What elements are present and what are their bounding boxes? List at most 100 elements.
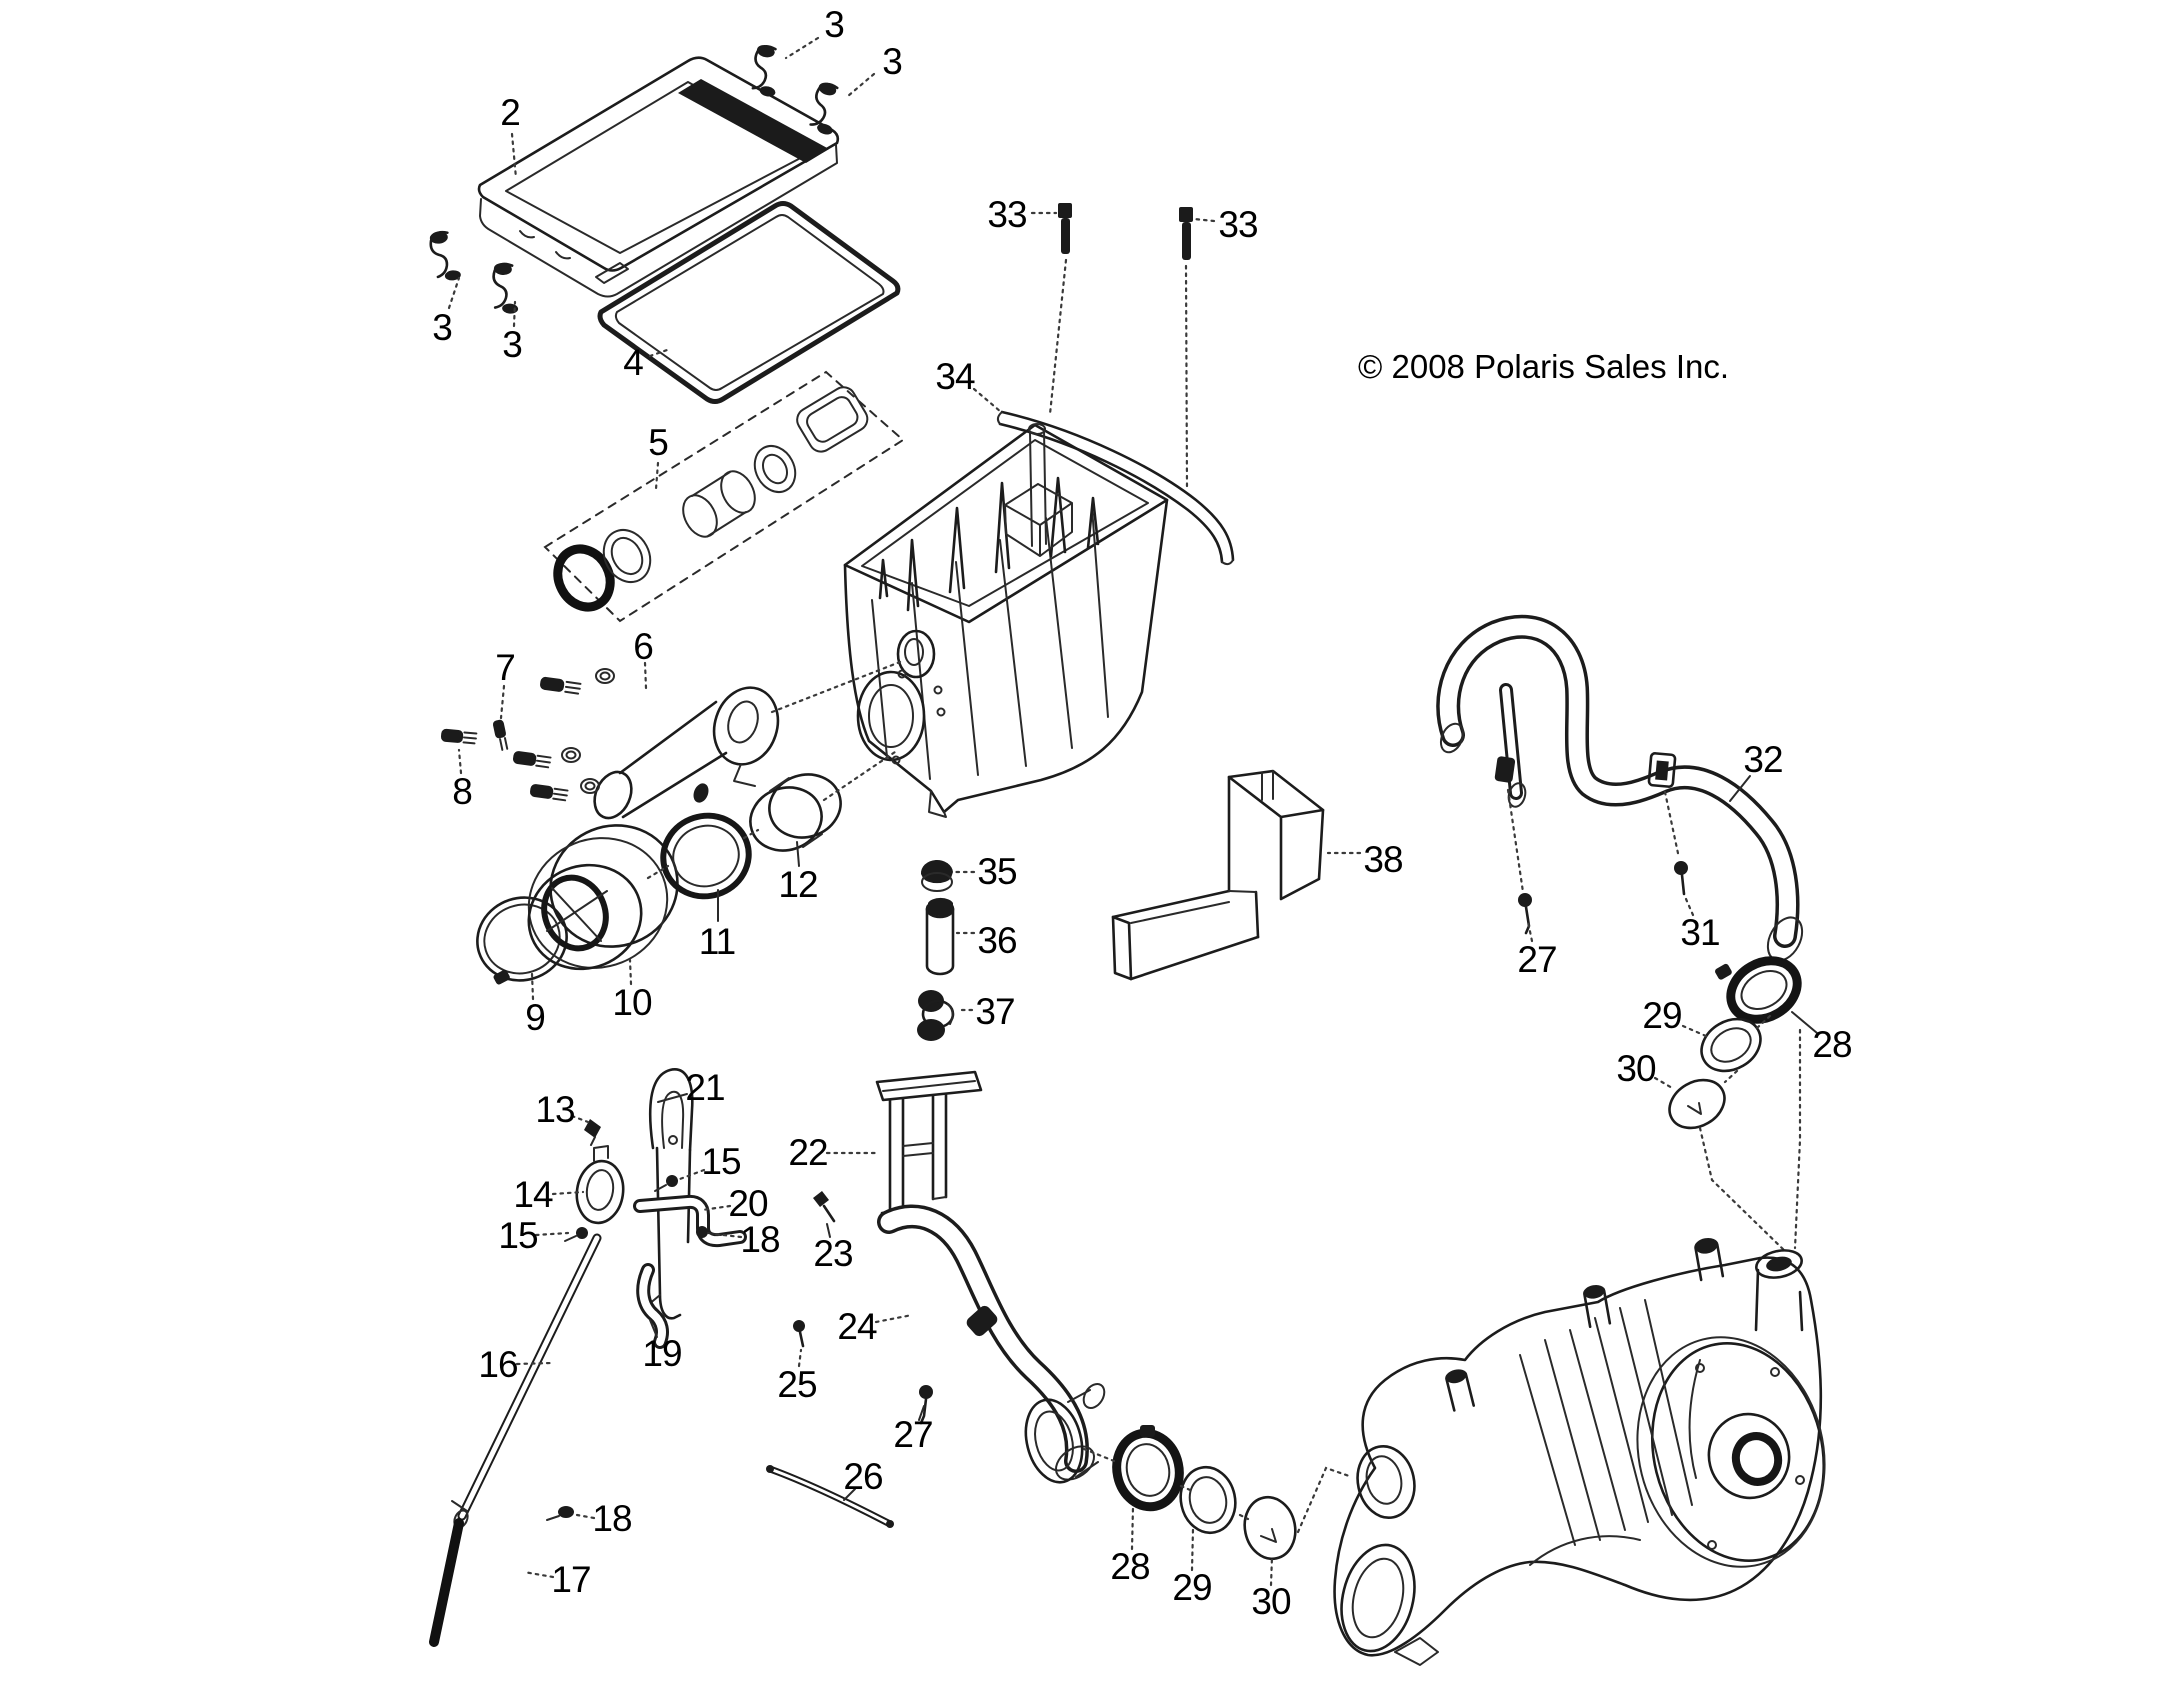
copyright-notice: © 2008 Polaris Sales Inc.: [1358, 348, 1730, 385]
part-5-filter-drawing: [543, 370, 905, 623]
leader-line: [551, 1190, 585, 1196]
leader-line: [1653, 1076, 1676, 1091]
part-3-clip-drawings: [429, 44, 839, 314]
leader-line: [522, 1570, 555, 1579]
leader-line: [499, 684, 506, 720]
callout-label: 35: [977, 851, 1017, 892]
callout-label: 6: [633, 626, 654, 667]
leader-line: [1192, 217, 1216, 223]
part-15-screw-upper-drawing: [654, 1175, 678, 1192]
part-35-cap-nut-drawing: [920, 859, 953, 892]
part-28-clamp-left-drawing: [1112, 1425, 1184, 1512]
part-22-bracket-drawing: [875, 1070, 983, 1231]
callout-label: 28: [1812, 1024, 1852, 1065]
callout-label: 17: [551, 1559, 591, 1600]
part-12-collar-drawing: [749, 773, 842, 852]
part-15-screw-lower-drawing: [564, 1227, 588, 1242]
callout-label: 11: [698, 921, 736, 962]
part-18-bolt-lower-drawing: [546, 1506, 574, 1521]
leader-line: [843, 1488, 856, 1501]
leader-line: [515, 1361, 553, 1366]
callout-label: 29: [1172, 1567, 1212, 1608]
callout-label: 27: [893, 1414, 933, 1455]
part-29-collar-right-drawing: [1700, 1017, 1762, 1073]
leader-line: [1269, 1555, 1274, 1587]
callout-label: 32: [1743, 739, 1783, 780]
leader-line: [1791, 1011, 1818, 1034]
leader-line: [846, 72, 876, 98]
part-cvt-outlet-duct-drawing: [1024, 1382, 1106, 1484]
leader-line: [1681, 1024, 1708, 1038]
part-7-8-screw-cluster-drawing: [440, 668, 615, 802]
leader-line: [874, 1313, 914, 1324]
leader-line: [1526, 920, 1534, 943]
callout-label: 3: [882, 41, 903, 82]
part-30-ring-right-drawing: [1668, 1078, 1726, 1130]
callout-label: 16: [478, 1344, 518, 1385]
leader-line: [972, 387, 1003, 414]
leader-line: [797, 1348, 803, 1368]
part-14-grommet-drawing: [575, 1145, 625, 1225]
part-25-screw-drawing: [793, 1320, 805, 1348]
part-17-dipstick-drawing: [429, 1500, 468, 1647]
part-20-vent-hose-drawing: [633, 1194, 747, 1248]
callout-label: 34: [935, 356, 975, 397]
leader-line: [1684, 897, 1695, 917]
callout-label: 30: [1616, 1048, 1656, 1089]
part-26-strap-drawing: [766, 1465, 894, 1528]
part-4-seal-drawing: [597, 201, 901, 404]
leader-line: [678, 1168, 706, 1181]
callout-label: 12: [778, 864, 818, 905]
callout-label: 29: [1642, 995, 1682, 1036]
part-2-airbox-cover-drawing: [477, 56, 840, 298]
part-engine-cvt-assembly-drawing: [1333, 1238, 1826, 1666]
callout-label: 36: [977, 920, 1017, 961]
leader-line: [510, 132, 518, 180]
leader-line: [918, 1405, 925, 1421]
callout-label: 27: [1517, 939, 1557, 980]
callout-label: 3: [824, 4, 845, 45]
part-27-bolt-right-drawing: [1518, 893, 1532, 935]
part-32-hose-drawing: [1436, 614, 1804, 962]
callout-label: 31: [1680, 912, 1720, 953]
part-6-intake-tube-drawing: [593, 686, 780, 820]
callout-label: 3: [502, 324, 523, 365]
leader-line: [457, 748, 463, 775]
callout-label: 25: [777, 1364, 817, 1405]
callout-label: 24: [837, 1306, 877, 1347]
part-30-ring-left-drawing: [1243, 1495, 1297, 1561]
callout-label: 5: [648, 422, 669, 463]
leader-line: [784, 36, 820, 60]
leader-lines-layer: [447, 36, 1818, 1587]
part-29-collar-left-drawing: [1179, 1465, 1237, 1535]
projection-right-stack: [1698, 1014, 1802, 1254]
part-16-dipstick-tube-drawing: [453, 1233, 602, 1529]
callout-label: 4: [623, 342, 644, 383]
callout-label: 19: [642, 1333, 682, 1374]
leader-line: [712, 1232, 743, 1239]
callout-label: 21: [685, 1067, 725, 1108]
part-36-spacer-drawing: [925, 897, 955, 976]
callout-label: 37: [975, 991, 1015, 1032]
callout-label: 2: [500, 92, 521, 133]
part-33-bolt-left-drawing: [1048, 203, 1072, 416]
callout-label: 8: [452, 771, 473, 812]
leader-line: [534, 1231, 570, 1237]
callout-label: 28: [1110, 1546, 1150, 1587]
callout-label: 7: [495, 647, 516, 688]
leader-line: [649, 1319, 658, 1338]
part-31-bolt-drawing: [1674, 861, 1688, 896]
leader-line: [575, 1513, 596, 1520]
leader-line: [657, 1093, 688, 1103]
leader-line: [654, 461, 660, 491]
part-24-hose-drawing: [877, 1204, 1095, 1481]
projection-boot-chain: [646, 660, 902, 880]
part-23-screw-drawing: [813, 1191, 836, 1223]
leader-line: [1130, 1505, 1135, 1551]
leader-line: [700, 1204, 732, 1212]
leader-line: [447, 276, 461, 310]
leader-line: [628, 958, 633, 986]
part-28-clamp-right-drawing: [1715, 956, 1802, 1024]
leader-line: [1729, 775, 1751, 802]
